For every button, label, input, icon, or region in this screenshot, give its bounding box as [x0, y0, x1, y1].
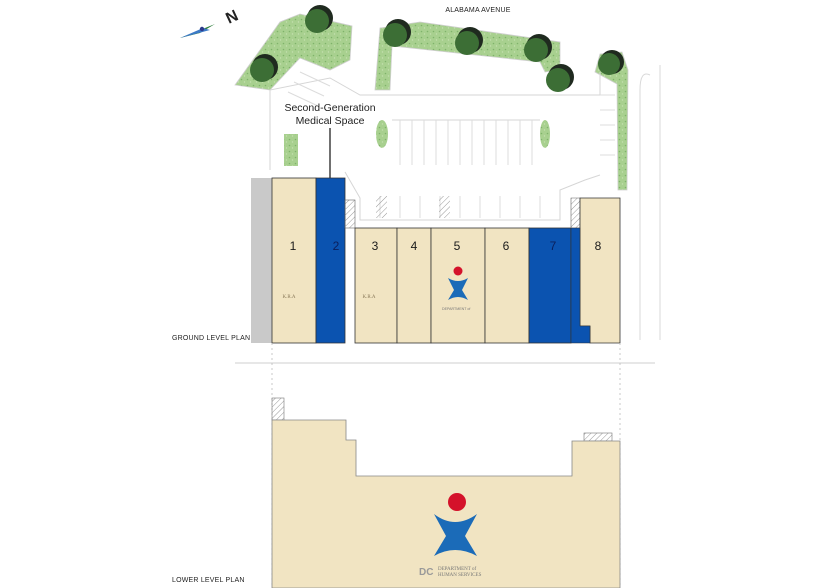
tree-icon	[524, 34, 552, 62]
unit-3[interactable]	[354, 227, 398, 344]
stair-icon	[344, 199, 356, 229]
north-arrow-icon: N	[180, 7, 241, 38]
dhs-logo-small: DEPARTMENT of	[442, 266, 470, 311]
stair-icon	[570, 197, 581, 229]
hatched-zone	[376, 196, 387, 218]
tree-icon	[305, 5, 333, 33]
unit-4[interactable]	[396, 227, 432, 344]
unit-7[interactable]	[528, 227, 572, 344]
dhs-line1: DEPARTMENT of	[438, 567, 477, 572]
stair-icon	[271, 397, 285, 421]
unit-8[interactable]	[579, 197, 621, 344]
unit-8-number: 8	[595, 239, 602, 253]
callout: Second-Generation Medical Space	[284, 102, 376, 178]
parking-lot	[269, 65, 661, 340]
dhs-line2: HUMAN SERVICES	[438, 573, 482, 578]
kra-logo-3: K.R.A	[362, 295, 375, 300]
unit-6-number: 6	[503, 239, 510, 253]
unit-1-number: 1	[290, 239, 297, 253]
stair-icon	[583, 432, 613, 442]
hatched-zone	[439, 196, 450, 218]
callout-line1: Second-Generation	[284, 102, 375, 114]
unit-5-number: 5	[454, 239, 461, 253]
north-letter: N	[223, 7, 241, 27]
unit-4-number: 4	[411, 239, 418, 253]
ground-level-label: GROUND LEVEL PLAN	[172, 335, 250, 342]
tree-icon	[455, 27, 483, 55]
unit-2[interactable]	[315, 177, 346, 344]
unit-2-number: 2	[333, 239, 340, 253]
unit-6[interactable]	[484, 227, 530, 344]
lower-level-space[interactable]	[271, 419, 621, 588]
trees	[250, 5, 624, 92]
tree-icon	[546, 64, 574, 92]
tree-icon	[250, 54, 278, 82]
callout-line2: Medical Space	[296, 115, 365, 127]
tree-icon	[598, 50, 624, 75]
lower-level-label: LOWER LEVEL PLAN	[172, 577, 245, 584]
dhs-logo-small-text: DEPARTMENT of	[442, 307, 470, 311]
kra-logo-1: K.R.A	[282, 295, 295, 300]
street-label: ALABAMA AVENUE	[445, 7, 510, 14]
adjacent-building	[251, 178, 272, 343]
dhs-logo-large: DC DEPARTMENT of HUMAN SERVICES	[419, 493, 482, 578]
ground-level-plan: 1 2 3 4 5 6 7 8 K.R.A K.R.A DEPARTMENT o…	[251, 177, 621, 344]
unit-7-number: 7	[550, 239, 557, 253]
unit-3-number: 3	[372, 239, 379, 253]
lower-level-plan: DC DEPARTMENT of HUMAN SERVICES	[271, 397, 621, 588]
dhs-dc-text: DC	[419, 567, 433, 578]
tree-icon	[383, 19, 411, 47]
unit-1[interactable]	[271, 177, 317, 344]
